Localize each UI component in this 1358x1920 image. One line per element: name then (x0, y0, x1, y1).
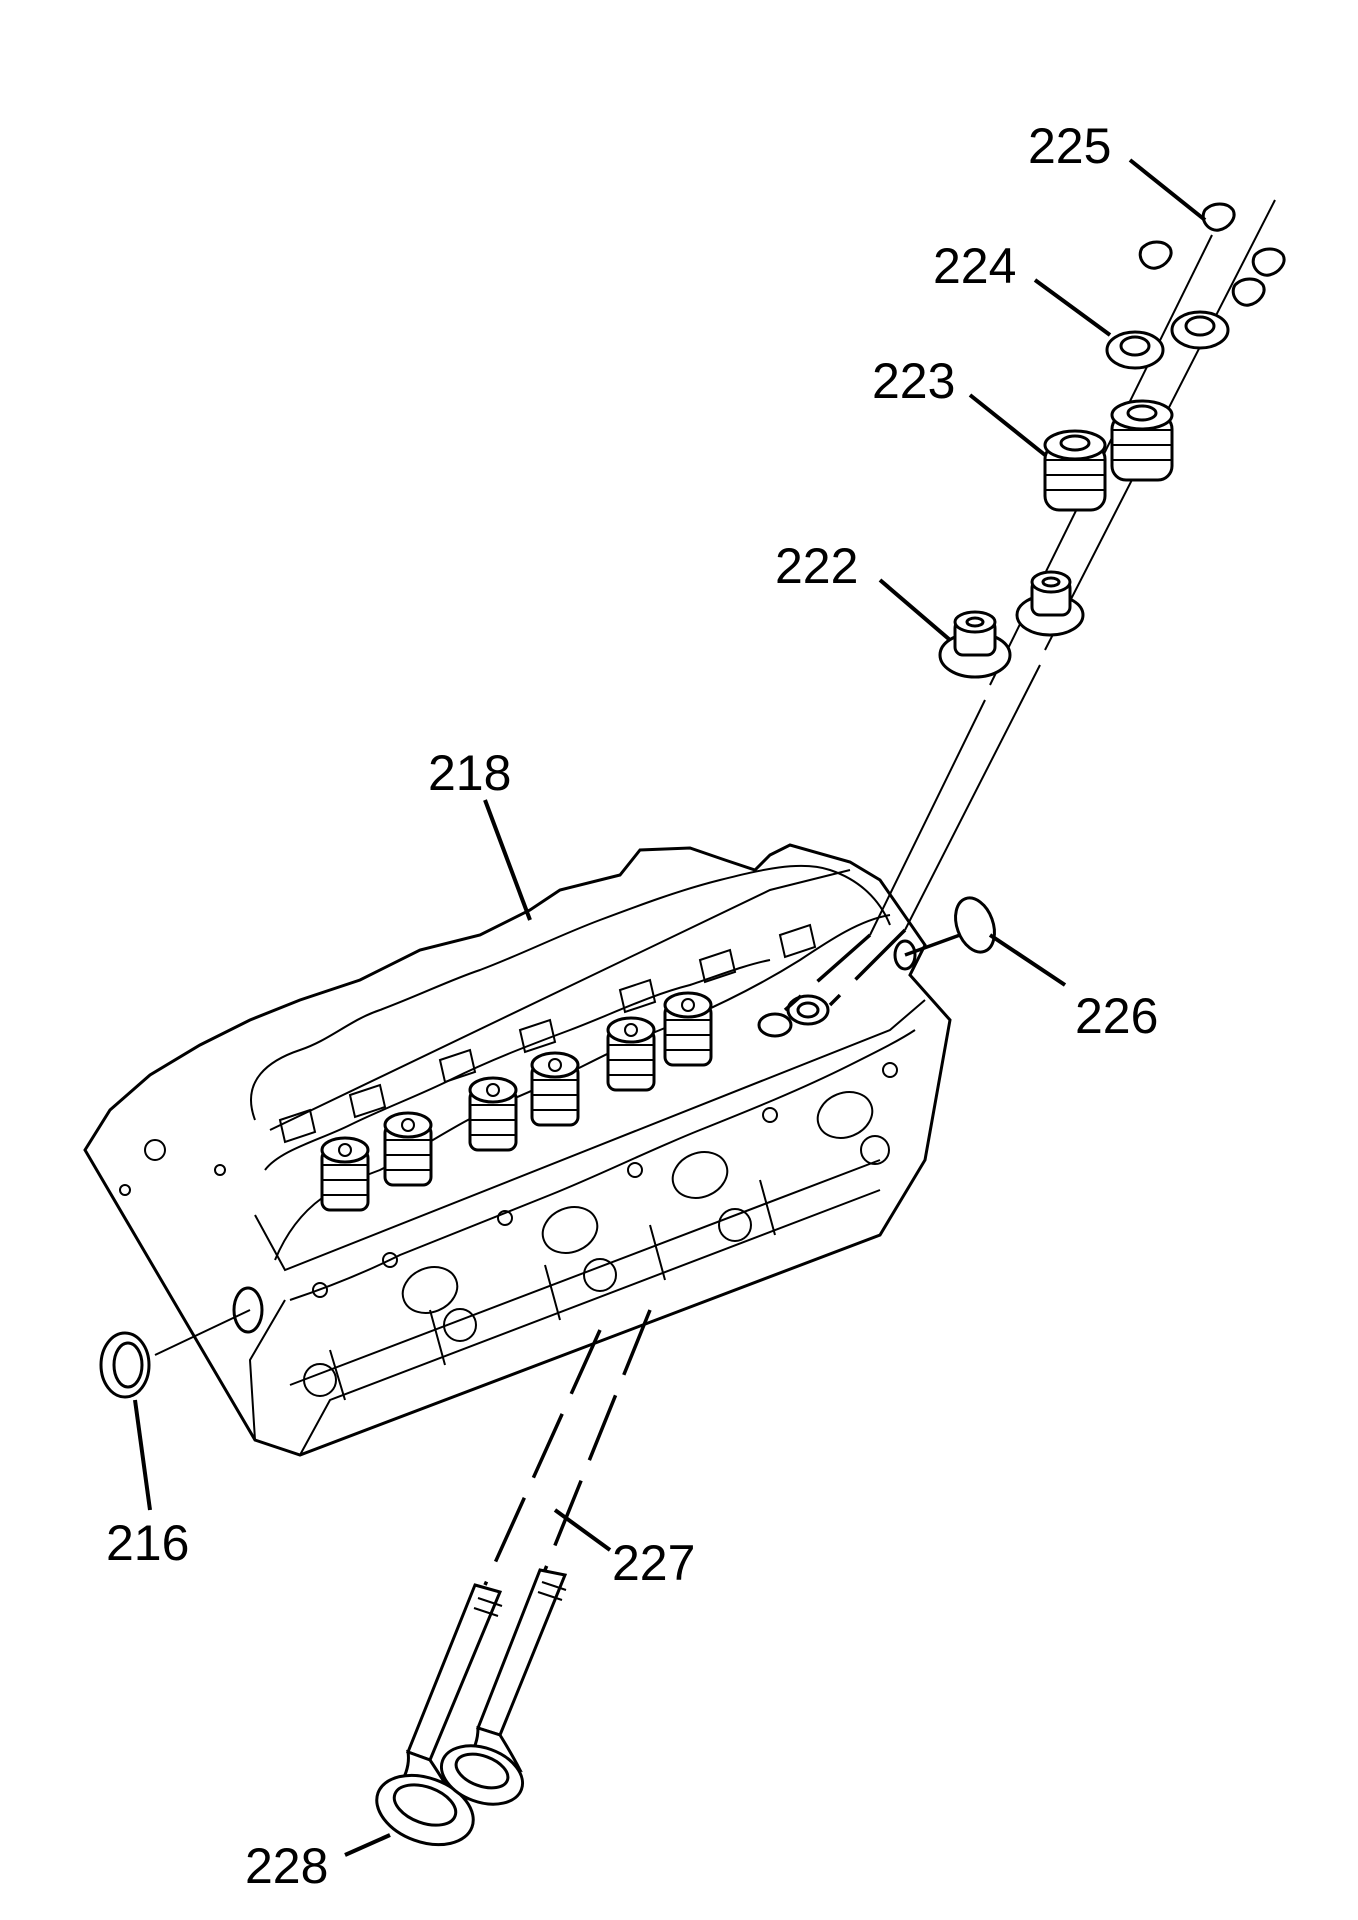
callout-216: 216 (106, 1515, 189, 1571)
callout-225: 225 (1028, 118, 1111, 174)
callout-223: 223 (872, 353, 955, 409)
leader-227 (553, 1508, 612, 1552)
callout-labels: 225 224 223 222 218 226 216 227 228 (106, 118, 1158, 1894)
cylinder-head (83, 843, 952, 1457)
leader-222 (878, 578, 952, 642)
leader-lines (133, 158, 1207, 1857)
callout-228: 228 (245, 1838, 328, 1894)
leader-225 (1128, 158, 1207, 222)
callout-226: 226 (1075, 988, 1158, 1044)
valve-springs (1043, 399, 1174, 512)
callout-227: 227 (612, 1535, 695, 1591)
leader-224 (1033, 278, 1112, 337)
valve-keys (1138, 202, 1286, 307)
installed-valve-springs (320, 991, 713, 1212)
leader-226 (988, 933, 1067, 987)
valves (375, 1568, 568, 1847)
leader-228 (344, 1833, 391, 1857)
callout-218: 218 (428, 745, 511, 801)
valve-spring-retainers (1105, 310, 1230, 370)
rear-plug (954, 896, 996, 954)
leader-216 (133, 1399, 152, 1511)
leader-218 (483, 799, 532, 921)
callout-224: 224 (933, 238, 1016, 294)
front-plug (99, 1331, 151, 1399)
callout-222: 222 (775, 538, 858, 594)
valve-stem-oil-seals (938, 570, 1085, 679)
leader-223 (968, 393, 1047, 457)
